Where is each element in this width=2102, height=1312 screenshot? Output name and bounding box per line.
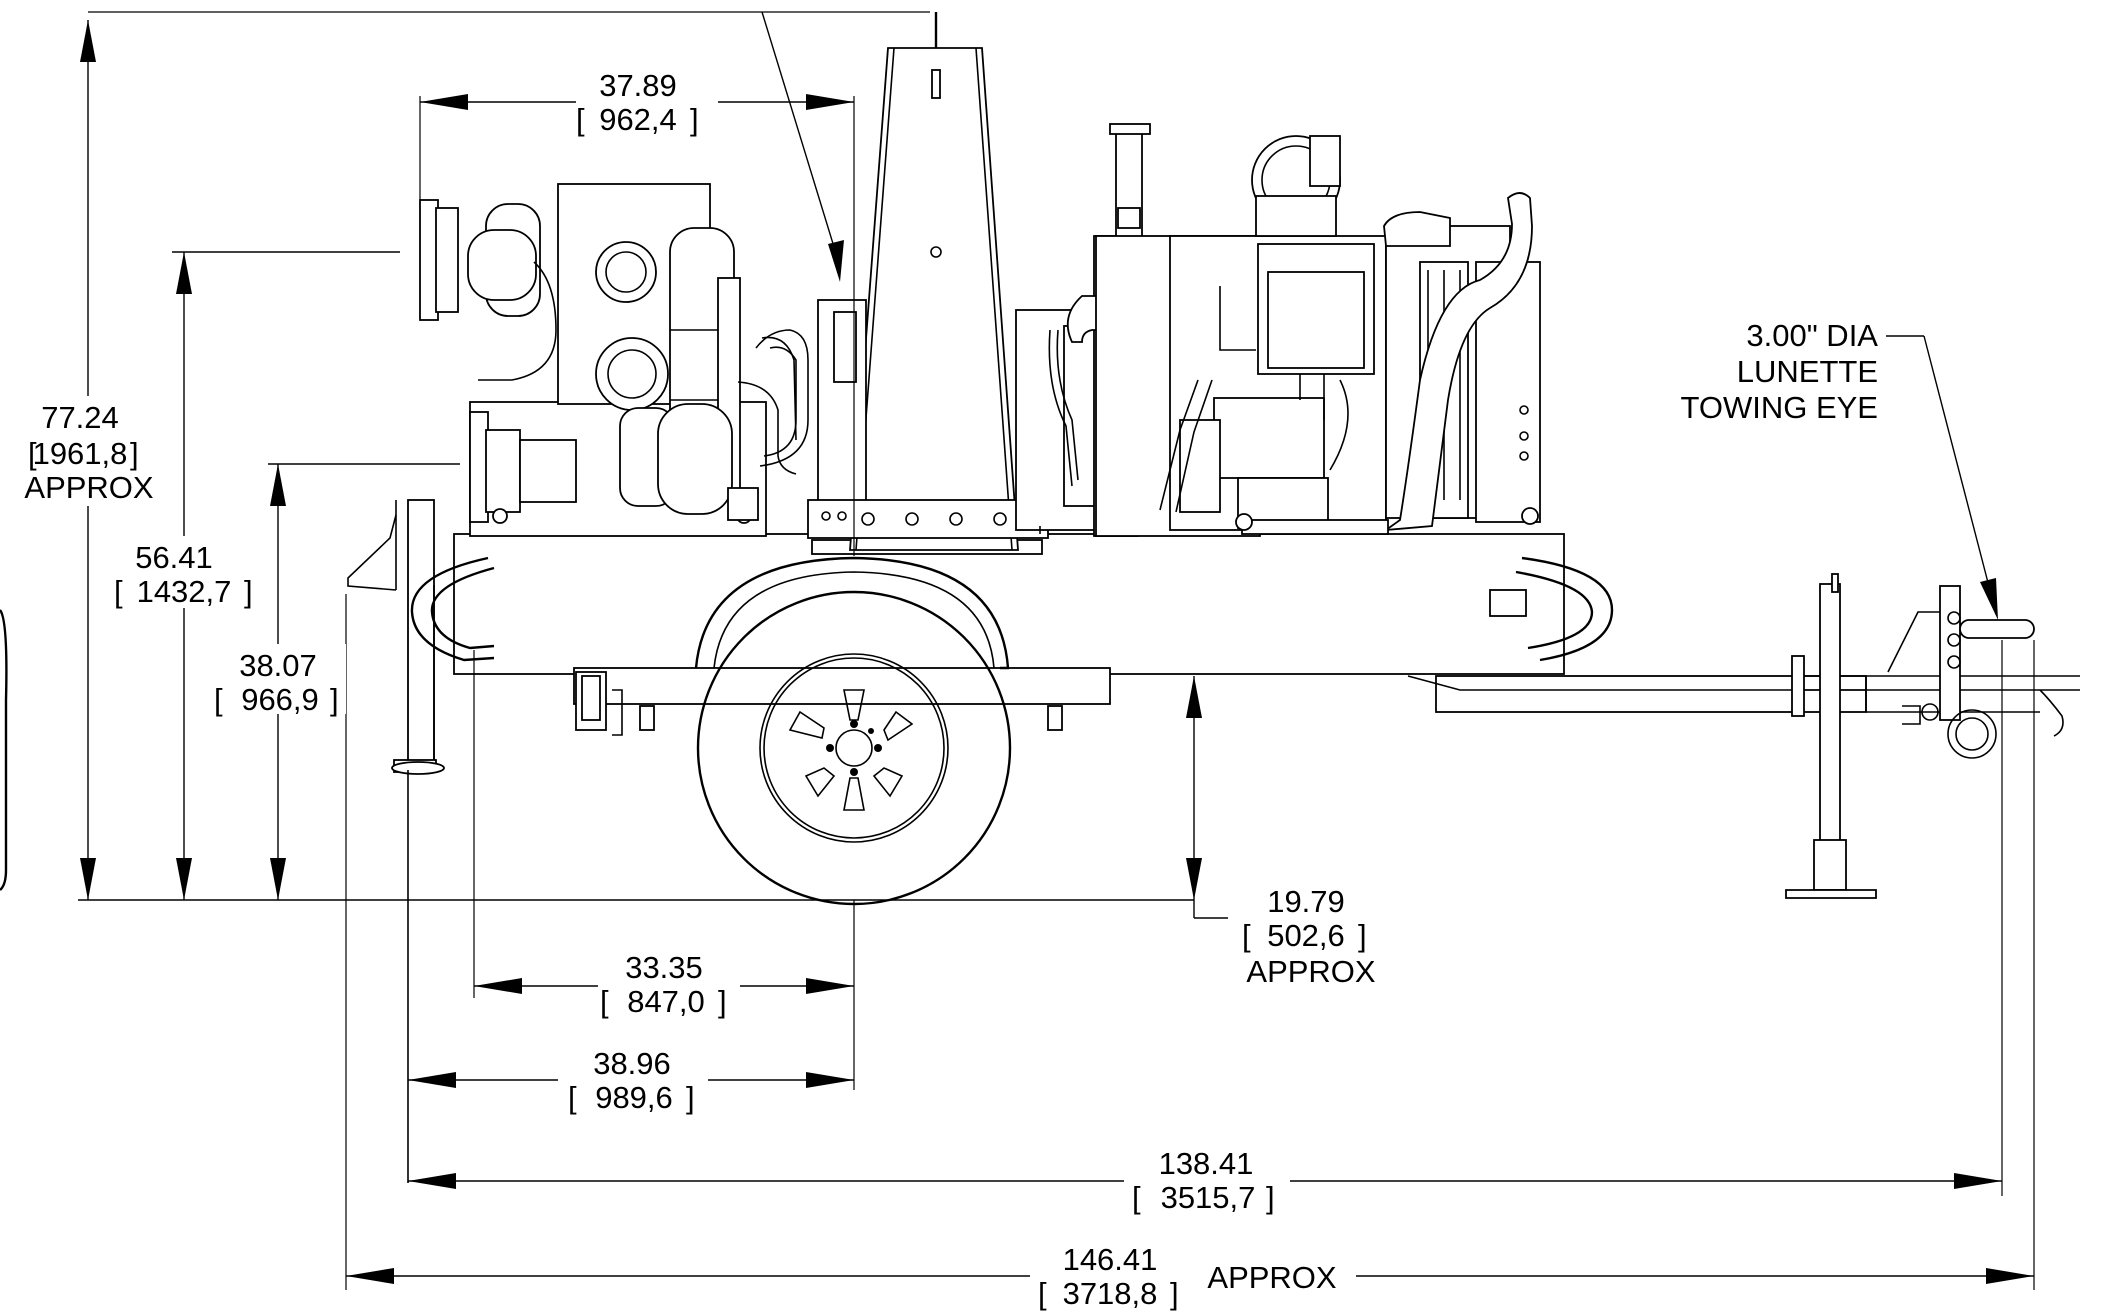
rear-jack-stand [347,499,445,1183]
bracket-close: ] [1170,1276,1179,1311]
dim-top-37-in: 37.89 [599,68,677,103]
bracket-close: ] [330,682,339,717]
bracket-close: ] [686,1080,695,1115]
bracket-close: ] [1266,1180,1275,1215]
engine-assembly [1015,123,1541,537]
dim-overall-height-note: APPROX [24,470,154,505]
dim-height-56-in: 56.41 [135,540,213,575]
control-post [755,47,1049,555]
dimension-lines [78,11,2035,1290]
dim-bottom-38-in: 38.96 [593,1046,671,1081]
callout-line-3: TOWING EYE [1680,390,1878,425]
bracket-open: [ [600,984,609,1019]
dim-bottom-38: 38.96 [ 989,6 ] [568,1046,695,1115]
dim-ground-19-in: 19.79 [1267,884,1345,919]
dim-length-146-note: APPROX [1207,1260,1337,1295]
bracket-close: ] [718,984,727,1019]
bracket-close: ] [244,574,253,609]
bracket-open: [ [1242,918,1251,953]
trailer-pump-unit [0,11,2080,1183]
dim-bottom-33-mm: 847,0 [627,984,705,1019]
bracket-open: [ [576,102,585,137]
dim-height-38-in: 38.07 [239,648,317,683]
border-fragment [0,609,8,891]
bracket-open: [ [568,1080,577,1115]
dim-length-146: 146.41 [ 3718,8 ] APPROX [1038,1242,1337,1311]
dim-length-138-in: 138.41 [1159,1146,1254,1181]
callout-line-2: LUNETTE [1737,354,1878,389]
dim-bottom-38-mm: 989,6 [595,1080,673,1115]
bracket-open: [ [214,682,223,717]
bracket-open: [ [1132,1180,1141,1215]
dim-ground-19-mm: 502,6 [1267,918,1345,953]
dim-length-146-mm: 3718,8 [1063,1276,1158,1311]
towing-eye-callout: 3.00" DIA LUNETTE TOWING EYE [1680,318,1878,425]
dim-length-138: 138.41 [ 3515,7 ] [1132,1146,1275,1215]
bracket-open: [ [1038,1276,1047,1311]
dim-bottom-33-in: 33.35 [625,950,703,985]
bracket-open: [ [28,436,37,471]
bracket-close: ] [130,436,139,471]
dim-bottom-33: 33.35 [ 847,0 ] [600,950,727,1019]
callout-line-1: 3.00" DIA [1746,318,1878,353]
pump-assembly [419,183,797,537]
dim-ground-19-note: APPROX [1246,954,1376,989]
dim-top-37-mm: 962,4 [599,102,677,137]
dim-length-138-mm: 3515,7 [1161,1180,1256,1215]
dim-top-37: 37.89 [ 962,4 ] [576,68,699,137]
dim-overall-height-in: 77.24 [41,400,119,435]
bracket-close: ] [1358,918,1367,953]
dim-height-56: 56.41 [ 1432,7 ] [104,536,264,609]
dim-height-38-mm: 966,9 [241,682,319,717]
dim-length-146-in: 146.41 [1063,1242,1158,1277]
dim-height-56-mm: 1432,7 [137,574,232,609]
dim-ground-19: 19.79 [ 502,6 ] APPROX [1242,884,1376,989]
bracket-open: [ [114,574,123,609]
tongue-and-hitch [1785,573,2080,899]
dim-overall-height-mm: 1961,8 [33,436,128,471]
dim-height-38: 38.07 [ 966,9 ] [210,644,346,717]
dimension-labels: 77.24 [ 1961,8 ] APPROX 56.41 [ 1432,7 ]… [14,68,1878,1311]
dim-overall-height: 77.24 [ 1961,8 ] APPROX [14,396,164,506]
bracket-close: ] [690,102,699,137]
